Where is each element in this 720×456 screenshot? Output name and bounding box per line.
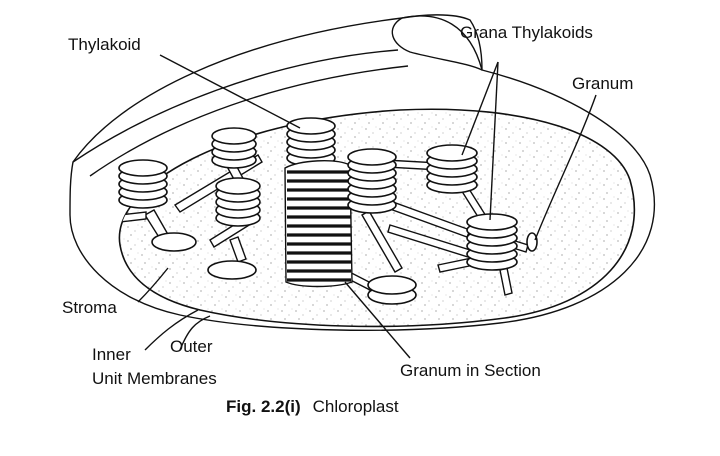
figure-caption: Fig. 2.2(i) Chloroplast bbox=[226, 397, 399, 416]
granum-top bbox=[286, 117, 336, 167]
granum-center bbox=[347, 148, 397, 214]
granum-right bbox=[426, 144, 478, 194]
leader-lines bbox=[137, 54, 597, 359]
granum-lower-right bbox=[466, 213, 518, 271]
single-thylakoids bbox=[151, 232, 538, 305]
label-inner: Inner bbox=[92, 345, 131, 364]
figure-number: Fig. 2.2(i) bbox=[226, 397, 301, 416]
figure-title: Chloroplast bbox=[313, 397, 399, 416]
granum-left bbox=[118, 159, 168, 209]
label-stroma: Stroma bbox=[62, 298, 117, 317]
outer-membrane bbox=[69, 14, 656, 331]
granum-mid-left bbox=[211, 127, 261, 227]
label-thylakoid: Thylakoid bbox=[68, 35, 141, 54]
label-unit-membranes: Unit Membranes bbox=[92, 369, 217, 388]
label-granum-in-section: Granum in Section bbox=[400, 361, 541, 380]
label-outer: Outer bbox=[170, 337, 213, 356]
label-grana-thylakoids: Grana Thylakoids bbox=[460, 23, 593, 42]
label-granum: Granum bbox=[572, 74, 633, 93]
granum-section bbox=[284, 160, 353, 288]
